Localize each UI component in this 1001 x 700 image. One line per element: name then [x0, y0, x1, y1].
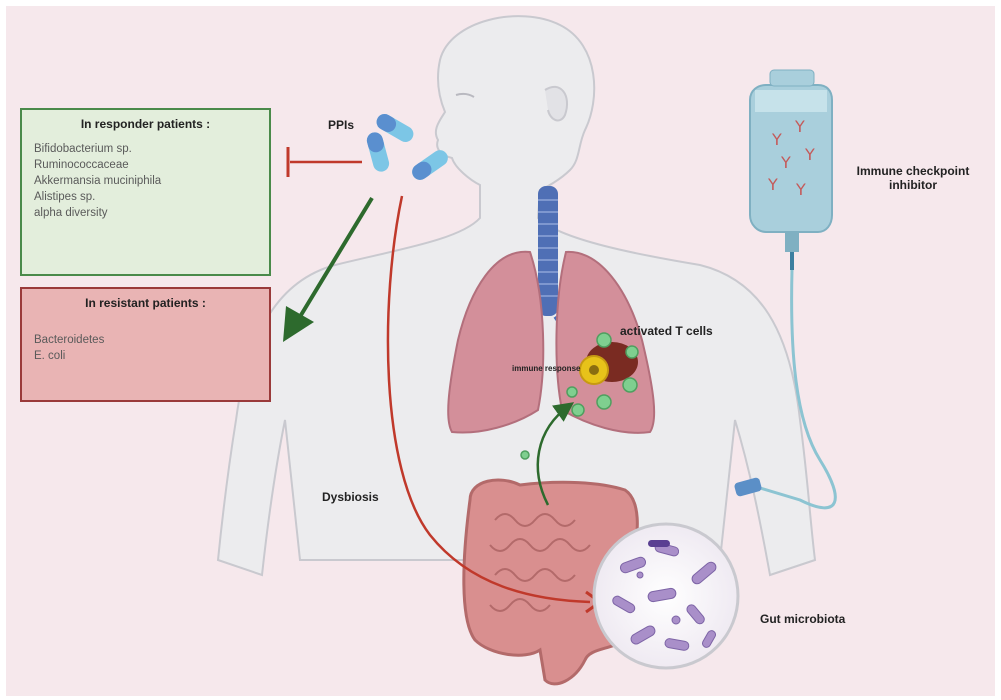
microbiota-magnifier — [594, 524, 738, 668]
dysbiosis-label: Dysbiosis — [322, 490, 379, 504]
resistant-item: Bacteroidetes — [22, 332, 269, 348]
responder-item: Bifidobacterium sp. — [22, 141, 269, 157]
gut-microbiota-label: Gut microbiota — [760, 612, 845, 626]
ici-label: Immune checkpoint inhibitor — [838, 164, 988, 192]
responder-item: Ruminococcaceae — [22, 157, 269, 173]
responder-heading: In responder patients : — [22, 117, 269, 131]
ici-label-line1: Immune checkpoint — [838, 164, 988, 178]
resistant-item: E. coli — [22, 348, 269, 364]
tumor-label: immune response — [512, 364, 580, 373]
svg-text:Y: Y — [780, 153, 791, 172]
responder-item: Alistipes sp. — [22, 189, 269, 205]
svg-text:Y: Y — [767, 175, 778, 194]
svg-text:Y: Y — [771, 130, 782, 149]
ici-label-line2: inhibitor — [838, 178, 988, 192]
svg-text:Y: Y — [804, 145, 815, 164]
resistant-panel: In resistant patients : Bacteroidetes E.… — [20, 287, 271, 402]
ppis-label: PPIs — [328, 118, 354, 132]
responder-item: alpha diversity — [22, 205, 269, 221]
svg-text:Y: Y — [795, 180, 806, 199]
resistant-heading: In resistant patients : — [22, 296, 269, 310]
activated-t-cells-label: activated T cells — [620, 324, 713, 338]
responder-item: Akkermansia muciniphila — [22, 173, 269, 189]
svg-text:Y: Y — [794, 117, 805, 136]
responder-panel: In responder patients : Bifidobacterium … — [20, 108, 271, 276]
